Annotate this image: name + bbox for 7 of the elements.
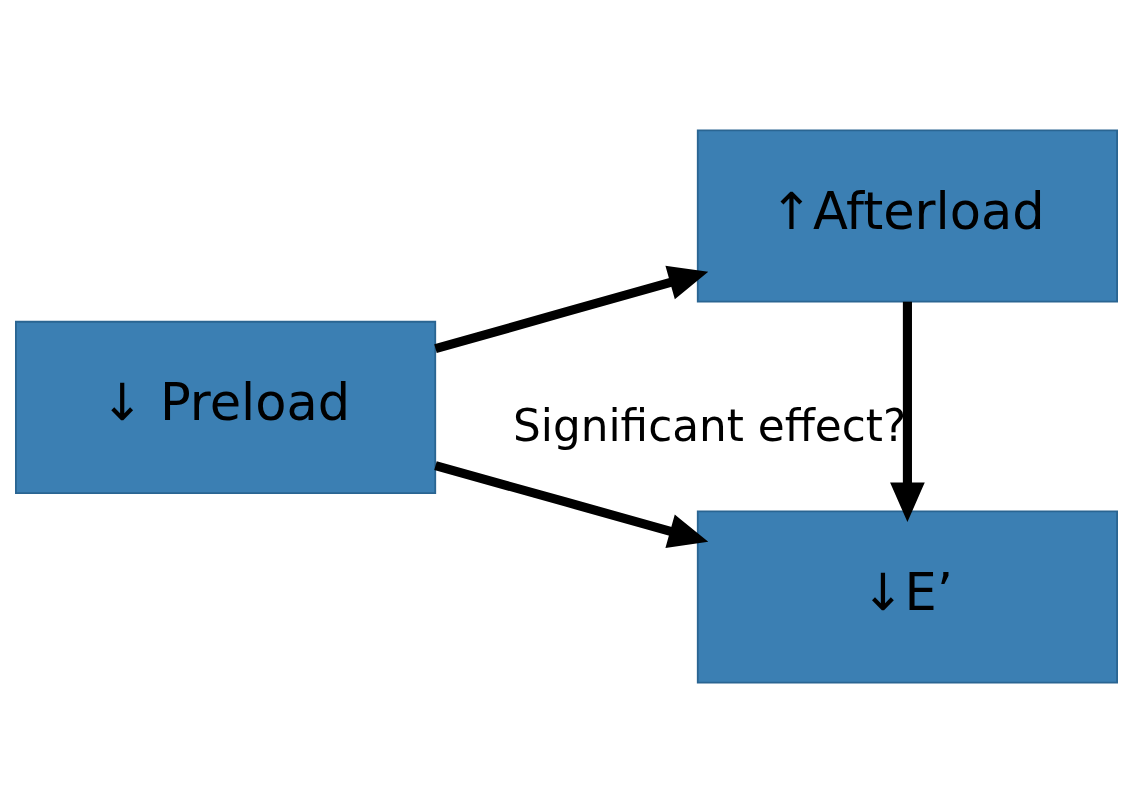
node-box: ↓E’ <box>696 509 1118 684</box>
edge-label: Significant effect? <box>513 399 907 451</box>
node-box: ↓ Preload <box>15 320 437 494</box>
node-box: ↑Afterload <box>696 128 1118 303</box>
arrow <box>890 301 925 522</box>
arrow <box>434 265 709 353</box>
arrow <box>434 460 709 548</box>
